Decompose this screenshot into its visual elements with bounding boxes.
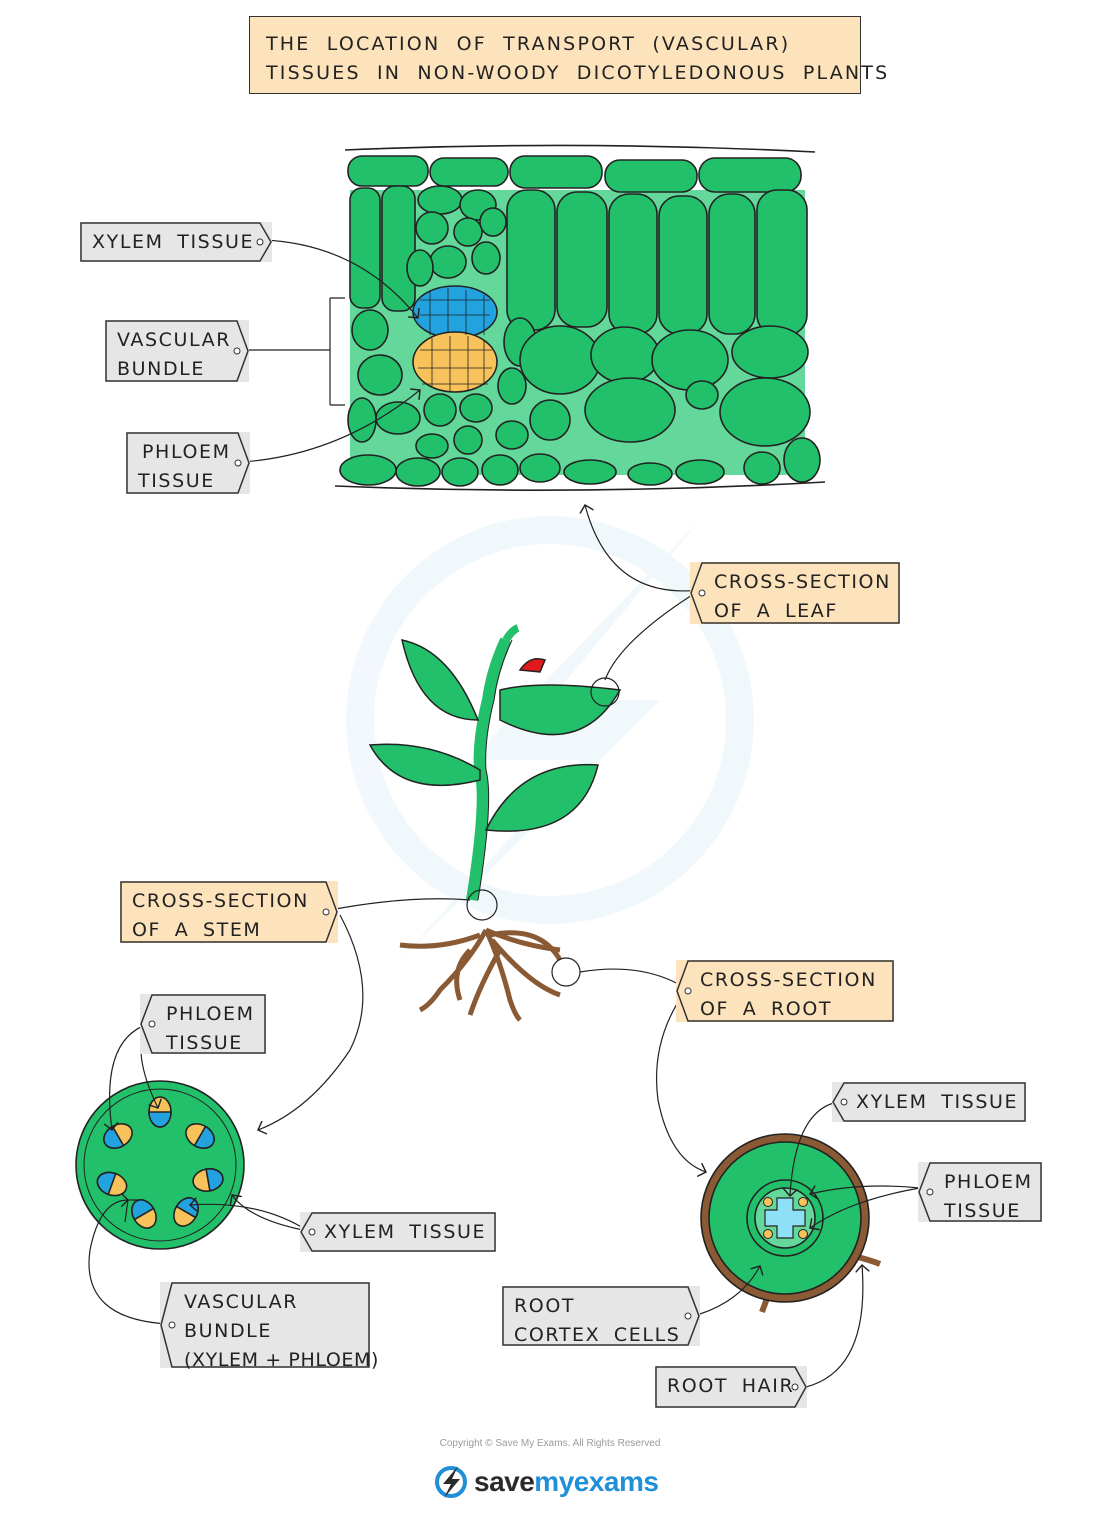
connector-lines xyxy=(88,239,921,1388)
stem-phloem-text-1: PHLOEM xyxy=(166,1003,255,1025)
leaf-phloem-text-1: PHLOEM xyxy=(142,441,231,463)
stem-xylem-label: XYLEM TISSUE xyxy=(300,1212,496,1252)
root-section-text-1: CROSS-SECTION xyxy=(700,969,877,991)
stem-vascular-text-1: VASCULAR xyxy=(184,1291,299,1313)
brand-my: my xyxy=(534,1466,574,1497)
leaf-xylem-text: XYLEM TISSUE xyxy=(92,231,255,253)
leaf-phloem-text-2: TISSUE xyxy=(138,470,215,492)
stem-section-text-1: CROSS-SECTION xyxy=(132,890,309,912)
plant-leaves xyxy=(368,639,622,832)
root-phloem-label: PHLOEM TISSUE xyxy=(918,1162,1042,1222)
plant-roots xyxy=(399,927,563,1022)
root-cross-section xyxy=(700,1133,882,1314)
brand-save: save xyxy=(474,1466,535,1497)
leaf-cross-section xyxy=(334,144,826,491)
stem-section-label: CROSS-SECTION OF A STEM xyxy=(120,881,338,943)
leaf-vascular-text-2: BUNDLE xyxy=(117,358,205,380)
spongy-mesophyll xyxy=(347,185,811,459)
root-phloem-dots xyxy=(763,1197,808,1239)
leaf-vascular-bundle xyxy=(412,285,498,393)
flower-bud xyxy=(518,658,547,673)
stem-vascular-bundles xyxy=(96,1096,224,1229)
stem-vascular-text-3: (XYLEM + PHLOEM) xyxy=(184,1349,380,1371)
root-cortex-text-2: CORTEX CELLS xyxy=(514,1324,681,1346)
stem-phloem-label: PHLOEM TISSUE xyxy=(140,994,266,1054)
title-line-1: THE LOCATION OF TRANSPORT (VASCULAR) xyxy=(266,33,791,55)
leaf-section-text-2: OF A LEAF xyxy=(714,600,838,622)
leaf-section-text-1: CROSS-SECTION xyxy=(714,571,891,593)
lower-epidermis xyxy=(339,437,821,487)
stem-section-text-2: OF A STEM xyxy=(132,919,262,941)
root-cortex-text-1: ROOT xyxy=(514,1295,576,1317)
root-section-text-2: OF A ROOT xyxy=(700,998,833,1020)
stem-vascular-label: VASCULAR BUNDLE (XYLEM + PHLOEM) xyxy=(160,1282,378,1371)
stem-xylem-text: XYLEM TISSUE xyxy=(324,1221,487,1243)
root-hair-text: ROOT HAIR xyxy=(667,1375,795,1397)
leaf-xylem-label: XYLEM TISSUE xyxy=(80,222,272,262)
diagram-title: THE LOCATION OF TRANSPORT (VASCULAR) TIS… xyxy=(249,16,887,94)
stem-phloem-text-2: TISSUE xyxy=(166,1032,243,1054)
root-cortex-label: ROOT CORTEX CELLS xyxy=(502,1286,700,1346)
lightning-bolt-icon xyxy=(435,1466,467,1498)
watermark xyxy=(346,516,754,960)
upper-epidermis xyxy=(347,155,802,193)
palisade-cells xyxy=(349,185,808,336)
plant-illustration xyxy=(368,624,622,1022)
leaf-vascular-text-1: VASCULAR xyxy=(117,329,232,351)
root-xylem-text: XYLEM TISSUE xyxy=(856,1091,1019,1113)
root-section-label: CROSS-SECTION OF A ROOT xyxy=(676,960,894,1022)
root-xylem-label: XYLEM TISSUE xyxy=(832,1082,1026,1122)
leaf-phloem-label: PHLOEM TISSUE xyxy=(126,432,250,494)
root-phloem-text-2: TISSUE xyxy=(944,1200,1021,1222)
leaf-section-label: CROSS-SECTION OF A LEAF xyxy=(690,562,900,624)
root-xylem xyxy=(764,1197,806,1239)
leaf-vascular-label: VASCULAR BUNDLE xyxy=(105,320,249,382)
root-phloem-text-1: PHLOEM xyxy=(944,1171,1033,1193)
copyright-text: Copyright © Save My Exams. All Rights Re… xyxy=(439,1438,661,1449)
leaf-phloem xyxy=(412,331,498,393)
root-hair-label: ROOT HAIR xyxy=(655,1366,807,1408)
brand-exams: exams xyxy=(573,1466,659,1497)
brand-logo: savemyexams xyxy=(434,1462,659,1502)
title-line-2: TISSUES IN NON-WOODY DICOTYLEDONOUS PLAN… xyxy=(266,62,890,84)
stem-vascular-text-2: BUNDLE xyxy=(184,1320,272,1342)
stem-cross-section xyxy=(75,1080,245,1250)
